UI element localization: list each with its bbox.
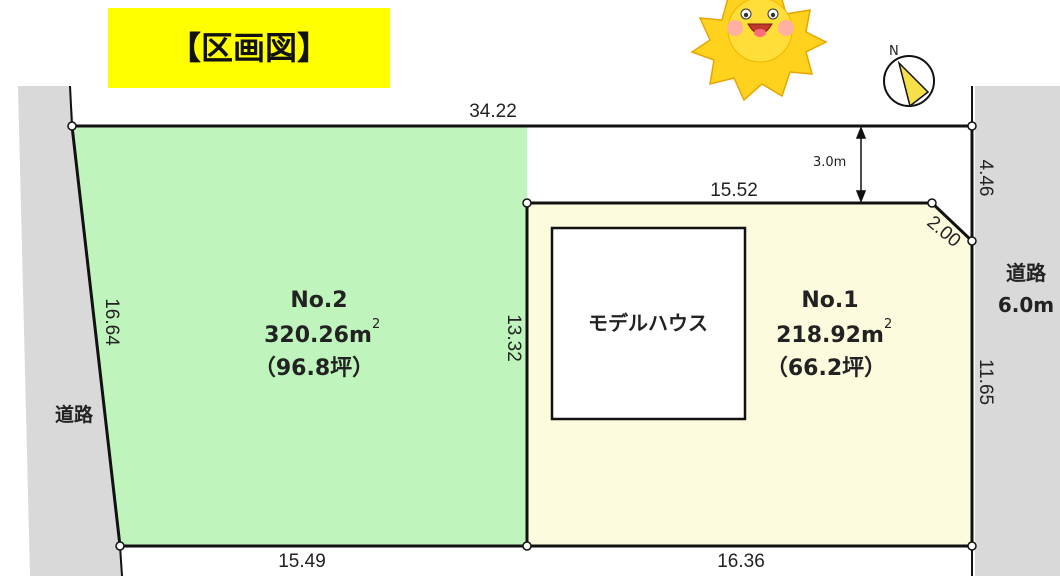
dim-left: 16.64 [101,298,122,346]
road-left-label: 道路 [55,403,94,426]
model-house-label: モデルハウス [588,311,708,335]
page-title: 【区画図】 [168,29,329,67]
setback-arrow [855,125,867,204]
dim-right-upper: 4.46 [975,160,996,197]
dim-lot1-top: 15.52 [710,180,758,201]
compass-north-label: N [889,44,899,59]
model-house-box [550,226,747,421]
lot-2-tsubo: （96.8坪） [254,356,374,381]
lot-boundaries [70,124,974,548]
road-right-width: 6.0m [998,293,1054,317]
road-right-label: 道路 [1006,261,1047,285]
dim-middle: 13.32 [503,314,524,362]
dim-bottom-right: 16.36 [717,551,765,572]
road-right [975,86,1060,576]
road-left [18,86,122,576]
title-banner: 【区画図】 [108,8,390,88]
lot-2-area-unit-sup: 2 [372,317,380,332]
lot-2-number: No.2 [290,288,347,313]
lot-2-area [72,126,527,546]
lot-1-number: No.1 [801,288,858,313]
dim-bottom-left: 15.49 [278,551,326,572]
sun-face-icon [690,0,828,102]
lot-1-area-unit-sup: 2 [884,317,892,332]
north-arrow-icon: N [883,44,935,108]
lot-1-area-value: 218.92m [776,323,884,348]
dim-top: 34.22 [469,101,517,122]
lot-2-area-value: 320.26m [264,323,372,348]
setback-label: 3.0m [813,155,846,170]
boundary-points [67,121,977,551]
lot-1-tsubo: （66.2坪） [766,356,886,381]
dim-right-lower: 11.65 [975,359,996,405]
